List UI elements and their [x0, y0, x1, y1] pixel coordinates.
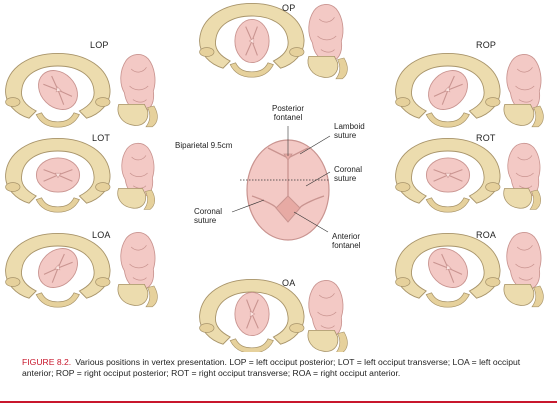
position-label-lop: LOP	[90, 40, 109, 50]
position-label-op: OP	[282, 3, 296, 13]
label-posterior-fontanel: Posterior fontanel	[271, 104, 304, 122]
caption-text: Various positions in vertex presentation…	[22, 357, 521, 378]
label-biparietal: Biparietal 9.5cm	[175, 141, 233, 150]
position-label-oa: OA	[282, 278, 296, 288]
pelvis-illustration-op	[199, 2, 348, 80]
pelvis-illustration-lop	[5, 52, 158, 128]
diagram-op: OP	[196, 0, 356, 88]
diagram-lop: LOP	[2, 40, 162, 130]
position-label-loa: LOA	[92, 230, 111, 240]
position-label-rot: ROT	[476, 133, 496, 143]
label-lamboid-suture: Lamboid suture	[334, 122, 365, 140]
diagram-rop: ROP	[392, 40, 552, 130]
pelvis-illustration-rop	[395, 52, 544, 128]
position-label-rop: ROP	[476, 40, 497, 50]
label-coronal-suture-left: Coronal suture	[194, 207, 223, 225]
label-anterior-fontanel: Anterior fontanel	[332, 232, 361, 250]
diagram-lot: LOT	[2, 133, 162, 213]
pelvis-illustration-oa	[199, 278, 348, 354]
pelvis-illustration-loa	[5, 232, 158, 308]
pelvis-illustration-roa	[395, 232, 544, 308]
diagram-roa: ROA	[392, 222, 552, 308]
diagram-rot: ROT	[392, 133, 552, 213]
pelvis-illustration-lot	[5, 137, 156, 213]
skull-outline	[246, 139, 330, 241]
position-label-lot: LOT	[92, 133, 111, 143]
caption-rule	[0, 401, 557, 403]
position-label-roa: ROA	[476, 230, 497, 240]
pelvis-illustration-rot	[395, 137, 542, 213]
figure-caption: FIGURE 8.2.Various positions in vertex p…	[22, 357, 542, 378]
label-coronal-suture-right: Coronal suture	[334, 165, 363, 183]
figure-number: FIGURE 8.2.	[22, 357, 72, 367]
diagram-loa: LOA	[2, 222, 162, 308]
diagram-oa: OA	[196, 272, 356, 354]
